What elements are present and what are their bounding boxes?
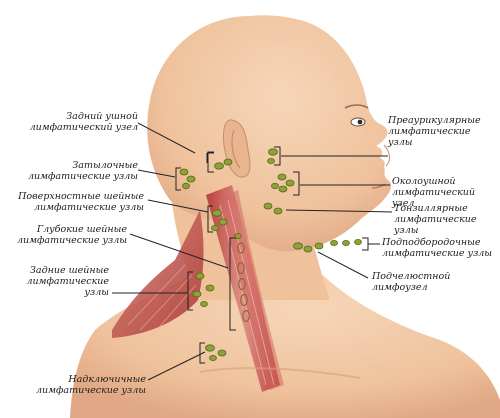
label-supraclavicular: Надключичные лимфатические узлы	[35, 374, 146, 396]
label-parotid: Околоушной лимфатический узел	[392, 176, 476, 209]
bracket-parotid	[293, 171, 300, 196]
bracket-submental	[362, 237, 369, 251]
label-submental: Подподбородочные лимфатические узлы	[382, 237, 493, 259]
bracket-preauricular	[274, 146, 281, 166]
label-superficial-cervical: Поверхностные шейные лимфатические узлы	[18, 191, 144, 213]
label-posterior-auricular: Задний ушной лимфатический узел	[29, 111, 138, 133]
label-tonsillar: Тонзиллярные лимфатические узлы	[394, 203, 477, 236]
trapezius-muscle	[112, 210, 204, 338]
bracket-superficial-cervical	[207, 205, 213, 233]
bracket-deep-cervical	[229, 237, 236, 331]
head	[147, 15, 392, 252]
leader-supraclavicular	[147, 351, 206, 381]
label-submandibular: Подчелюстной лимфоузел	[372, 271, 451, 293]
bracket-occipital	[175, 167, 181, 191]
leader-submandibular	[317, 251, 369, 279]
label-deep-cervical: Глубокие шейные лимфатические узлы	[16, 224, 127, 246]
label-preauricular: Преаурикулярные лимфатические узлы	[388, 115, 481, 148]
leader-tonsillar	[285, 209, 393, 213]
sternocleidomastoid-inner	[218, 190, 284, 390]
leader-deep-cervical	[129, 233, 229, 269]
leader-occipital	[137, 169, 176, 178]
bracket-supraclavicular	[199, 342, 205, 364]
bracket-posterior-auricular	[207, 151, 214, 173]
label-occipital: Затылочные лимфатические узлы	[27, 160, 138, 182]
label-posterior-cervical: Задние шейные лимфатические узлы	[26, 265, 109, 298]
leader-superficial-cervical	[147, 199, 209, 213]
bracket-posterior-cervical	[187, 271, 193, 311]
